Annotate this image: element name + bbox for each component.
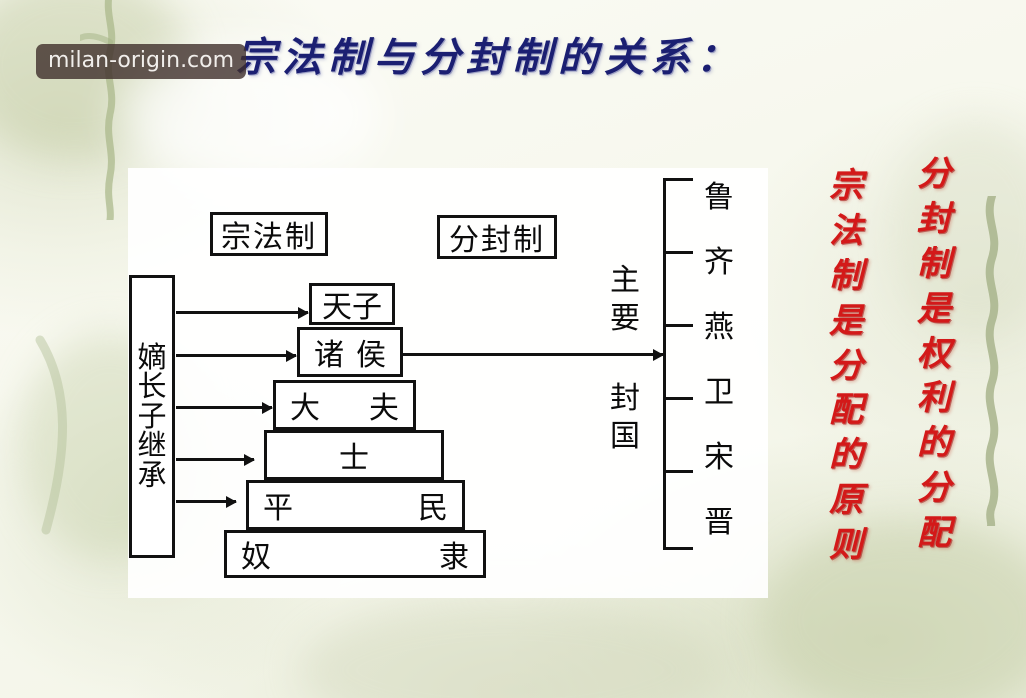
background-blob-bottom-right [760, 520, 1026, 698]
feudal-state-0: 鲁 [704, 180, 734, 215]
tier-label-pingmin-part0: 平 [263, 491, 293, 526]
tier-label-shi: 士 [339, 441, 369, 476]
slogan-left-char-2: 制 [829, 255, 863, 296]
brace-tick-2 [663, 324, 693, 327]
slogan-fengfengzhi: 分 封 制 是 权 利 的 分 配 [910, 152, 958, 556]
tier-label-nuli-part0: 奴 [241, 540, 271, 575]
slogan-left-char-4: 分 [829, 345, 863, 386]
slogan-right-char-2: 制 [917, 243, 951, 284]
background-blob-right [890, 120, 1026, 340]
arrow-to-pingmin [176, 500, 236, 503]
tier-box-zhuhou: 诸 侯 [297, 327, 403, 377]
slogan-left-char-6: 的 [829, 435, 863, 476]
arrow-to-tianzi [176, 311, 308, 314]
arrow-zhuhou-to-fengguo [403, 353, 663, 356]
slogan-right-char-6: 的 [917, 423, 951, 464]
tier-box-tianzi: 天子 [309, 283, 395, 325]
tier-box-dafu: 大 夫 [273, 380, 416, 430]
feudal-label-char-3: 国 [610, 418, 640, 454]
slogan-right-char-7: 分 [917, 468, 951, 509]
feudal-state-4: 宋 [704, 440, 734, 475]
principle-char-1: 长 [137, 369, 167, 404]
slogan-left-char-8: 则 [829, 525, 863, 565]
slogan-left-char-5: 配 [829, 390, 863, 431]
tier-box-pingmin: 平 民 [246, 480, 465, 530]
tier-label-zhuhou-part1: 侯 [356, 338, 386, 373]
tier-box-nuli: 奴 隶 [224, 530, 486, 578]
feudal-label-char-0: 主 [610, 263, 640, 298]
slogan-left-char-0: 宗 [829, 166, 863, 206]
leaf-wash-icon [20, 330, 140, 570]
arrow-to-shi [176, 458, 254, 461]
tier-label-dafu-part1: 夫 [369, 391, 399, 426]
principle-char-0: 嫡 [137, 339, 167, 374]
brace-tick-5 [663, 547, 693, 550]
brace-tick-0 [663, 178, 693, 181]
feudal-label-lower: 封 国 [607, 380, 643, 455]
slogan-right-char-5: 利 [917, 378, 951, 419]
header-label-right: 分封制 [449, 223, 545, 258]
slogan-right-char-3: 是 [917, 288, 951, 329]
slogan-right-char-1: 封 [917, 198, 951, 239]
bamboo-stem-right-icon [966, 196, 1020, 526]
feudal-brace [663, 178, 695, 550]
feudal-label-char-2: 封 [610, 381, 640, 416]
header-box-zongfazhi: 宗法制 [210, 212, 328, 256]
brace-spine [663, 178, 666, 550]
slogan-right-char-0: 分 [917, 154, 951, 194]
principle-char-3: 继 [137, 428, 167, 463]
slogan-left-char-1: 法 [829, 210, 863, 251]
principle-char-4: 承 [137, 457, 167, 492]
arrow-to-zhuhou [176, 354, 296, 357]
feudal-label-upper: 主 要 [607, 262, 643, 337]
principle-char-2: 子 [137, 398, 167, 433]
tier-label-zhuhou-part0: 诸 [314, 338, 344, 373]
arrow-to-dafu [176, 406, 272, 409]
feudal-label-char-1: 要 [610, 300, 640, 336]
slogan-left-char-7: 原 [829, 480, 863, 521]
feudal-states-list: 鲁 齐 燕 卫 宋 晋 [698, 165, 740, 555]
tier-label-nuli-part1: 隶 [439, 540, 469, 575]
brace-tick-3 [663, 397, 693, 400]
header-box-fengfengzhi: 分封制 [437, 215, 557, 259]
brace-tick-4 [663, 470, 693, 473]
feudal-state-5: 晋 [704, 505, 734, 540]
slogan-left-char-3: 是 [829, 300, 863, 341]
slogan-right-char-4: 权 [917, 333, 951, 374]
feudal-state-2: 燕 [704, 310, 734, 345]
watermark: milan-origin.com [36, 44, 247, 80]
feudal-state-3: 卫 [704, 375, 734, 410]
slogan-zongfazhi: 宗 法 制 是 分 配 的 原 则 [822, 164, 870, 568]
feudal-state-1: 齐 [704, 245, 734, 280]
header-label-left: 宗法制 [221, 220, 317, 255]
tier-label-tianzi: 天子 [322, 290, 382, 325]
principle-box-dizhangzijicheng: 嫡 长 子 继 承 [129, 275, 175, 558]
brace-tick-1 [663, 251, 693, 254]
tier-label-pingmin-part1: 民 [418, 491, 448, 526]
bamboo-stem-left-icon [80, 0, 140, 220]
slogan-right-char-8: 配 [917, 513, 951, 553]
page-title: 宗法制与分封制的关系： [236, 35, 742, 81]
tier-label-dafu-part0: 大 [290, 391, 320, 426]
tier-box-shi: 士 [264, 430, 444, 480]
